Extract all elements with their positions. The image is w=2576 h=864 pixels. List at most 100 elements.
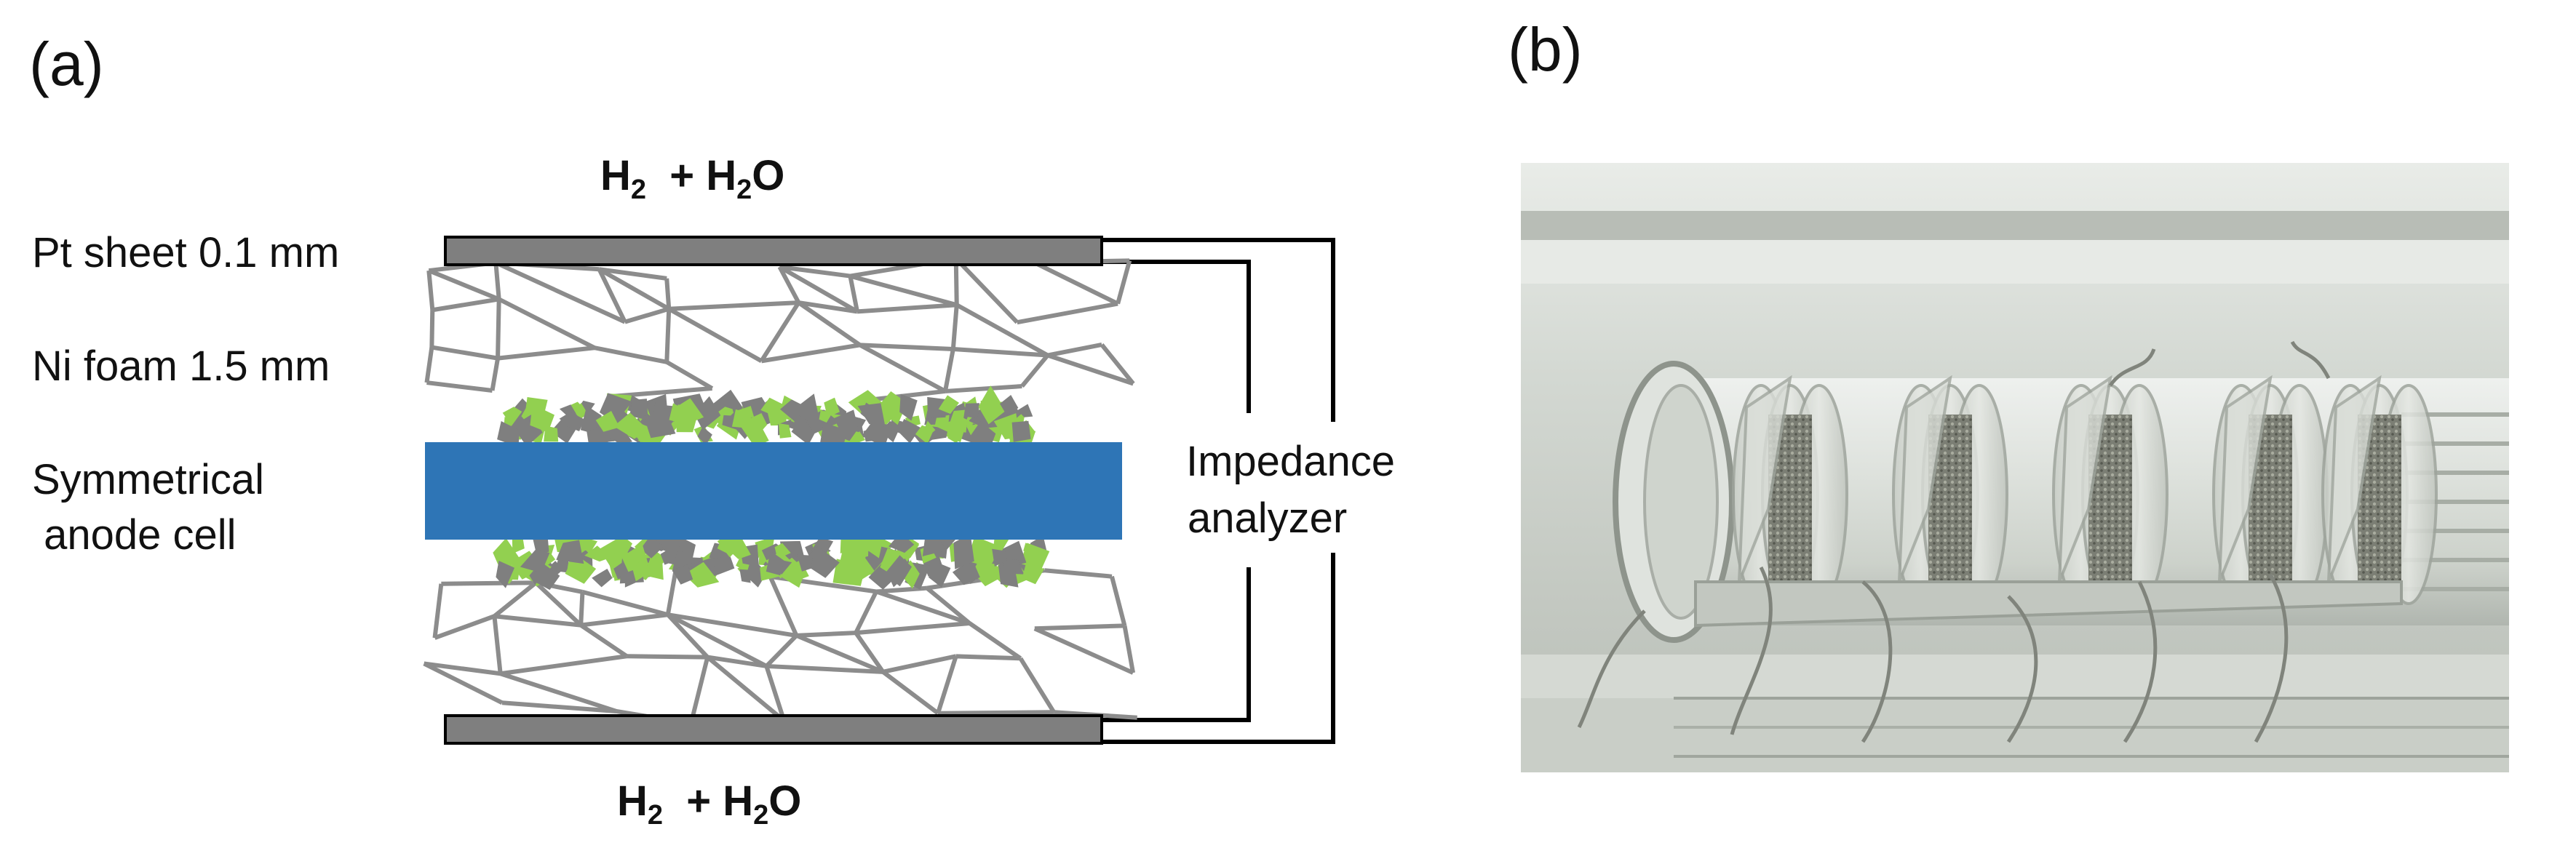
electrode-particle bbox=[841, 534, 869, 561]
electrode-particle bbox=[857, 403, 886, 427]
foam-strut bbox=[432, 297, 500, 313]
foam-strut bbox=[797, 300, 862, 347]
electrode-particle bbox=[584, 545, 611, 562]
foam-strut bbox=[666, 613, 709, 659]
foam-strut bbox=[855, 621, 970, 636]
foam-strut bbox=[1018, 657, 1056, 713]
foam-strut bbox=[955, 303, 1049, 358]
wires bbox=[1100, 238, 1335, 744]
electrode-particle bbox=[819, 410, 833, 423]
outer-wire-bottom bbox=[1100, 553, 1335, 744]
foam-strut bbox=[765, 633, 798, 668]
electrode-particle bbox=[525, 397, 548, 415]
electrode-particle bbox=[502, 407, 522, 426]
electrode-particle bbox=[737, 406, 755, 420]
gas-bottom-sub1: 2 bbox=[647, 800, 664, 831]
foam-strut bbox=[594, 345, 667, 364]
cell-label-line2: anode cell bbox=[32, 511, 236, 559]
foam-strut bbox=[798, 300, 858, 314]
inner-wire bbox=[1100, 260, 1251, 413]
electrode-particle bbox=[592, 569, 613, 588]
foam-strut bbox=[1047, 343, 1102, 358]
foam-strut bbox=[1046, 353, 1134, 386]
foam-strut bbox=[1033, 626, 1134, 675]
electrode-particle bbox=[967, 536, 1001, 567]
ni-foam-top bbox=[424, 256, 1135, 404]
foam-strut bbox=[688, 656, 710, 724]
foam-strut bbox=[1044, 568, 1113, 579]
foam-strut bbox=[611, 386, 712, 399]
electrode-particle bbox=[717, 535, 742, 558]
foam-strut bbox=[581, 589, 669, 617]
foam-strut bbox=[768, 575, 799, 637]
gas-bottom-h: H bbox=[617, 777, 648, 825]
electrode-particle bbox=[834, 409, 858, 437]
electrode-particle bbox=[778, 423, 792, 439]
gas-bottom-o: O bbox=[768, 777, 802, 825]
foam-strut bbox=[599, 267, 667, 281]
foam-strut bbox=[665, 569, 678, 615]
foam-strut bbox=[534, 581, 583, 627]
gas-bottom-sub2: 2 bbox=[753, 800, 769, 831]
electrode-particle bbox=[797, 554, 814, 572]
electrode-particle bbox=[609, 425, 633, 444]
inner-wire-bottom bbox=[1100, 567, 1251, 722]
foam-strut bbox=[778, 265, 859, 313]
foam-strut bbox=[667, 612, 797, 638]
gas-top-plus: + H bbox=[646, 152, 737, 199]
pt-sheet-top bbox=[444, 236, 1103, 266]
electrode-particle bbox=[898, 419, 921, 444]
foam-strut bbox=[441, 580, 536, 586]
foam-strut bbox=[624, 306, 670, 324]
foam-strut bbox=[424, 347, 434, 383]
foam-strut bbox=[426, 270, 435, 311]
foam-strut bbox=[766, 663, 883, 674]
gas-top-h: H bbox=[600, 152, 631, 199]
electrode-particles-top bbox=[497, 385, 1036, 456]
foam-strut bbox=[498, 297, 596, 350]
foam-strut bbox=[854, 591, 878, 634]
electrode-particle bbox=[613, 412, 648, 439]
electrode-particle bbox=[1011, 420, 1031, 442]
electrode-particle bbox=[889, 532, 915, 553]
foam-strut bbox=[1122, 625, 1136, 673]
electrode-particle bbox=[640, 535, 664, 559]
gas-bottom-plus: + H bbox=[663, 777, 754, 825]
foam-strut bbox=[432, 583, 444, 639]
foam-strut bbox=[945, 384, 1022, 393]
foam-strut bbox=[493, 580, 538, 618]
foam-strut bbox=[428, 268, 500, 302]
electrode-particle bbox=[947, 427, 961, 444]
foam-strut bbox=[943, 348, 955, 392]
electrode-particle bbox=[780, 399, 803, 423]
electrode-particle bbox=[683, 561, 720, 588]
foam-strut bbox=[664, 278, 672, 309]
electrode-particle bbox=[876, 391, 907, 425]
electrode-particle bbox=[953, 533, 974, 569]
electrode-particle bbox=[978, 385, 1006, 425]
foam-strut bbox=[1116, 260, 1132, 305]
gas-label-top: H2 + H2O bbox=[600, 151, 784, 206]
foam-strut bbox=[953, 346, 1048, 358]
analyzer-label-line1: Impedance bbox=[1186, 438, 1395, 485]
electrode-particle bbox=[587, 427, 610, 446]
analyzer-label-line2: analyzer bbox=[1188, 495, 1348, 542]
foam-strut bbox=[495, 260, 627, 324]
ni-foam-bottom bbox=[423, 568, 1137, 726]
gas-top-sub2: 2 bbox=[736, 175, 752, 205]
electrode-particle bbox=[938, 395, 959, 415]
foam-strut bbox=[856, 303, 957, 314]
foam-strut bbox=[875, 589, 971, 625]
foam-strut bbox=[955, 654, 1021, 661]
electrode-particle bbox=[497, 421, 520, 447]
foam-strut bbox=[777, 265, 801, 304]
foam-strut bbox=[665, 360, 714, 391]
electrode-particle bbox=[774, 543, 791, 559]
electrode-particle bbox=[672, 564, 693, 585]
foam-strut bbox=[953, 258, 959, 305]
electrode-particle bbox=[677, 398, 704, 425]
pt-sheet-bottom bbox=[444, 714, 1103, 745]
foam-strut bbox=[579, 591, 585, 625]
foam-strut bbox=[707, 655, 767, 668]
